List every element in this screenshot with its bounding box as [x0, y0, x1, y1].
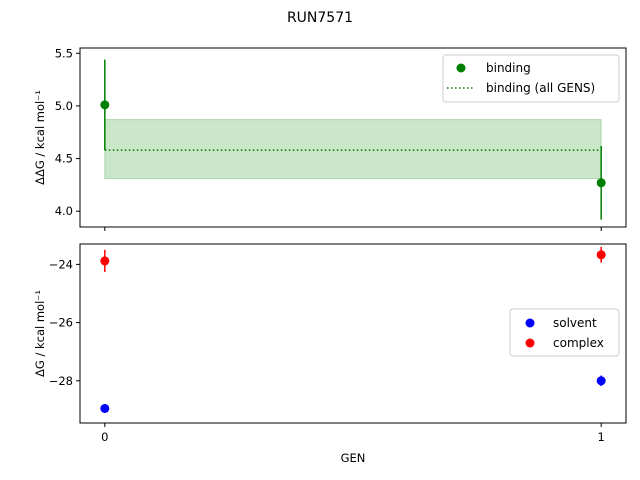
figure-title: RUN7571 — [287, 10, 353, 26]
binding-all-gens-legend-label: binding (all GENS) — [486, 81, 595, 95]
free-energy-legend-box — [509, 308, 620, 357]
x-axis-label: GEN — [341, 451, 366, 465]
y-tick-label: −26 — [49, 316, 73, 330]
data-point — [596, 250, 606, 260]
solvent-legend-label: solvent — [553, 316, 597, 330]
free-energy-panel: ΔG / kcal mol⁻¹ GEN −28 −26 −24 0 1 solvent … — [33, 243, 627, 465]
binding-legend: binding binding (all GENS) — [442, 54, 620, 103]
y-tick-label: 4.0 — [55, 204, 73, 218]
y-tick-label: −28 — [49, 374, 73, 388]
complex-legend-marker — [525, 338, 535, 348]
data-point — [100, 256, 110, 266]
y-tick-label: 5.0 — [55, 99, 73, 113]
binding-panel: ΔΔG / kcal mol⁻¹ 4.0 4.5 5.0 5.5 binding bi… — [33, 46, 627, 231]
binding-panel-frame — [79, 47, 627, 228]
binding-marks — [100, 59, 606, 220]
data-point — [596, 376, 606, 386]
solvent-legend-marker — [525, 318, 535, 328]
x-tick-label: 1 — [598, 430, 605, 444]
y-tick-label: −24 — [49, 257, 73, 271]
y-tick-label: 5.5 — [55, 46, 73, 60]
free-energy-panel-frame — [79, 243, 627, 424]
binding-legend-box — [442, 54, 620, 103]
data-point — [100, 403, 110, 413]
x-tick-label: 0 — [101, 430, 108, 444]
free-energy-marks — [100, 246, 606, 413]
confidence-band — [104, 119, 602, 180]
binding-ticks: 4.0 4.5 5.0 5.5 — [55, 46, 602, 231]
free-energy-y-axis-label-group: ΔG / kcal mol⁻¹ — [33, 290, 47, 377]
free-energy-legend: solvent complex — [509, 308, 620, 357]
binding-legend-label: binding — [486, 61, 531, 75]
complex-legend-label: complex — [553, 336, 604, 350]
data-point — [100, 100, 110, 110]
free-energy-ticks: −28 −26 −24 0 1 — [49, 257, 605, 444]
data-point — [596, 178, 606, 188]
binding-legend-marker — [456, 63, 466, 73]
free-energy-y-axis-label: ΔG / kcal mol⁻¹ — [33, 290, 47, 377]
binding-y-axis-label-group: ΔΔG / kcal mol⁻¹ — [33, 90, 47, 185]
binding-y-axis-label: ΔΔG / kcal mol⁻¹ — [33, 90, 47, 185]
y-tick-label: 4.5 — [55, 152, 73, 166]
